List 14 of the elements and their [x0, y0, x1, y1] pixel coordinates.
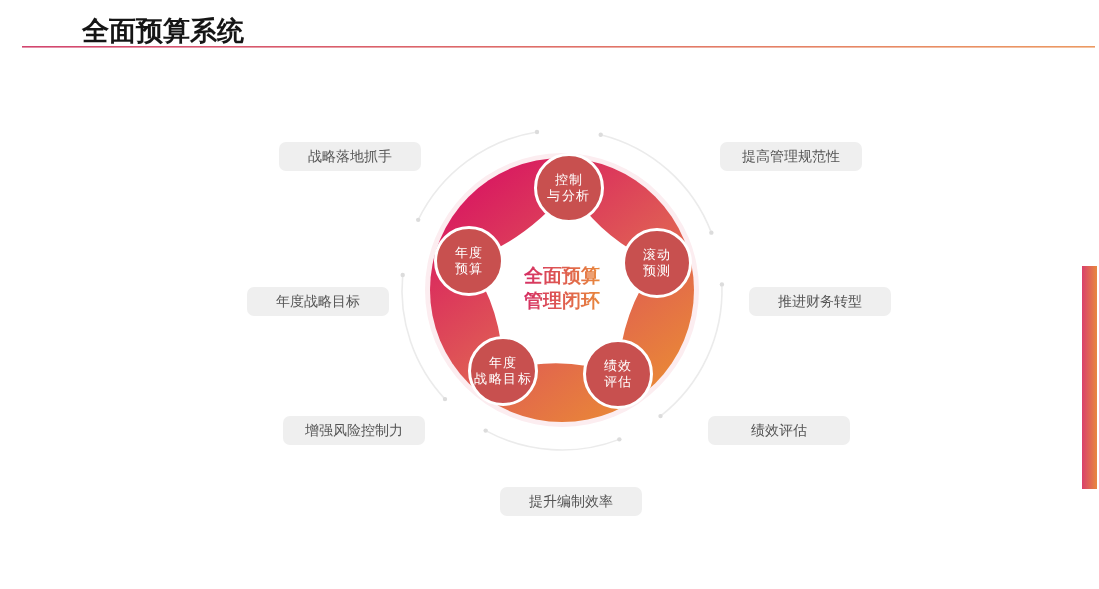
benefit-label: 增强风险控制力: [283, 416, 425, 445]
benefit-label: 年度战略目标: [247, 287, 389, 316]
benefit-label: 提高管理规范性: [720, 142, 862, 171]
benefit-label: 战略落地抓手: [279, 142, 421, 171]
benefit-label: 绩效评估: [708, 416, 850, 445]
stage-label: 控制与分析: [547, 172, 591, 204]
benefit-label: 提升编制效率: [500, 487, 642, 516]
stage-label: 绩效评估: [603, 358, 633, 390]
stage-label: 年度预算: [454, 245, 484, 277]
cycle-ring: [424, 152, 700, 428]
page-title: 全面预算系统: [82, 15, 244, 47]
stage-label: 年度战略目标: [474, 355, 532, 387]
benefit-label: 推进财务转型: [749, 287, 891, 316]
stage-label: 滚动预测: [642, 247, 672, 279]
